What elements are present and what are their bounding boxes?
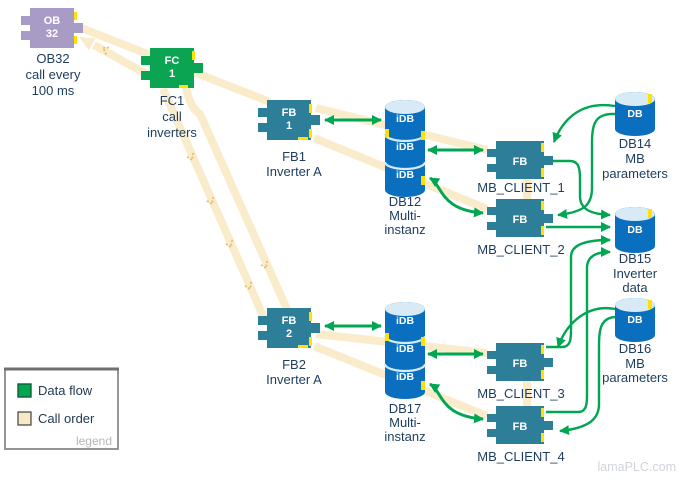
db15-segment: DB: [627, 224, 643, 236]
db14-caption-line2: MB: [625, 151, 645, 166]
dataflow-db16-mbclient4: [559, 315, 616, 436]
db17-caption: DB17 Multi- instanz: [384, 401, 425, 444]
db17-segment-3: iDB: [396, 371, 415, 383]
mb-client-1-block-text: FB: [513, 156, 528, 168]
dataflow-mbclient3-db15: [546, 235, 611, 349]
mb-client-2-block: FB: [487, 199, 553, 237]
watermark: lamaPLC.com: [598, 460, 677, 474]
mb-client-2-block-text: FB: [513, 214, 528, 226]
mb-client-1-caption: MB_CLIENT_1: [477, 180, 564, 195]
fb2-block-number: 2: [286, 328, 292, 340]
db12-segment-1: iDB: [396, 113, 415, 125]
dataflow-db16-mbclient3: [556, 306, 616, 348]
db17-multiinstance-cylinder: iDB iDB iDB: [383, 302, 427, 399]
legend-box: Data flow Call order legend: [4, 367, 119, 450]
db15-caption: DB15 Inverter data: [613, 251, 658, 295]
db15-caption-line3: data: [622, 280, 648, 295]
db17-caption-line3: instanz: [384, 429, 425, 444]
db17-segment-1: iDB: [396, 315, 415, 327]
legend-item-data-flow: Data flow: [17, 383, 93, 398]
call-band-fc1-fb2-b: [182, 85, 294, 318]
mb-client-4-caption: MB_CLIENT_4: [477, 449, 564, 464]
data-flow-swatch-icon: [17, 383, 32, 398]
fc1-caption-line2: call: [162, 109, 182, 124]
db14-caption-line3: parameters: [602, 166, 668, 181]
db16-caption-line3: parameters: [602, 370, 668, 385]
mb-client-4-block-text: FB: [513, 421, 528, 433]
fb1-block: FB 1: [258, 100, 320, 140]
db16-cylinder: DB: [615, 298, 655, 342]
ob32-caption-line1: OB32: [36, 51, 69, 66]
call-order-swatch-icon: [17, 411, 32, 426]
call-arrowhead-ob32: [79, 37, 96, 51]
legend-call-order-label: Call order: [38, 411, 95, 426]
captions-layer: OB32 call every 100 ms FC1 call inverter…: [26, 51, 669, 464]
db15-caption-line1: DB15: [619, 251, 652, 266]
fb1-block-number: 1: [286, 120, 292, 132]
fb1-caption-line2: Inverter A: [266, 164, 322, 179]
ob32-block: OB 32: [21, 8, 83, 48]
db14-cylinder: DB: [615, 92, 655, 136]
ob32-block-text: OB: [44, 15, 61, 27]
fc1-caption: FC1 call inverters: [147, 93, 197, 140]
db14-segment: DB: [627, 108, 643, 120]
call-band-fc1-fb2-a: [159, 87, 268, 320]
db12-segment-2: iDB: [396, 141, 415, 153]
fb1-caption-line1: FB1: [282, 149, 306, 164]
fb2-caption-line2: Inverter A: [266, 372, 322, 387]
db12-caption-line2: Multi-: [389, 208, 421, 223]
fc1-block-number: 1: [169, 68, 175, 80]
connector-stubs: [74, 12, 652, 442]
dataflow-db14-mbclient1: [552, 103, 616, 143]
dataflow-db12-mbclient2: [429, 176, 484, 218]
db12-caption: DB12 Multi- instanz: [384, 194, 425, 237]
dataflow-mbclient1-db15: [553, 159, 611, 220]
dataflow-db17-mbclient4: [429, 382, 484, 424]
db12-caption-line1: DB12: [389, 194, 422, 209]
fc1-block: FC 1: [141, 48, 203, 88]
data-flow-layer: [324, 103, 616, 436]
fc1-caption-line3: inverters: [147, 125, 197, 140]
ob32-caption-line2: call every: [26, 67, 81, 82]
db16-segment: DB: [627, 314, 643, 326]
db12-caption-line3: instanz: [384, 222, 425, 237]
db14-caption-line1: DB14: [619, 136, 652, 151]
fb2-caption-line1: FB2: [282, 357, 306, 372]
db17-caption-line1: DB17: [389, 401, 422, 416]
fb2-block-text: FB: [282, 315, 297, 327]
db17-caption-line2: Multi-: [389, 415, 421, 430]
mb-client-2-caption: MB_CLIENT_2: [477, 242, 564, 257]
db16-caption: DB16 MB parameters: [602, 341, 668, 385]
mb-client-3-caption: MB_CLIENT_3: [477, 386, 564, 401]
db17-segment-2: iDB: [396, 343, 415, 355]
fb1-caption: FB1 Inverter A: [266, 149, 322, 179]
fc1-caption-line1: FC1: [160, 93, 185, 108]
mb-client-3-block-text: FB: [513, 358, 528, 370]
ob32-caption: OB32 call every 100 ms: [26, 51, 81, 98]
dataflow-db14-mbclient2: [557, 112, 616, 219]
db12-segment-3: iDB: [396, 169, 415, 181]
db14-caption: DB14 MB parameters: [602, 136, 668, 181]
mb-client-1-block: FB: [487, 141, 553, 179]
mb-client-3-block: FB: [487, 343, 553, 381]
fb1-block-text: FB: [282, 107, 297, 119]
legend-data-flow-label: Data flow: [38, 383, 93, 398]
legend-item-call-order: Call order: [17, 411, 95, 426]
fc1-block-text: FC: [165, 55, 180, 67]
legend-title: legend: [76, 434, 112, 448]
mb-client-4-block: FB: [487, 406, 553, 444]
db16-caption-line1: DB16: [619, 341, 652, 356]
ob32-caption-line3: 100 ms: [32, 83, 75, 98]
dataflow-mbclient4-db15: [546, 247, 611, 414]
fb2-caption: FB2 Inverter A: [266, 357, 322, 387]
db15-cylinder: DB: [615, 207, 655, 253]
db12-multiinstance-cylinder: iDB iDB iDB: [383, 100, 427, 197]
fb2-block: FB 2: [258, 308, 320, 348]
ob32-block-number: 32: [46, 28, 58, 40]
db16-caption-line2: MB: [625, 356, 645, 371]
db15-caption-line2: Inverter: [613, 266, 658, 281]
